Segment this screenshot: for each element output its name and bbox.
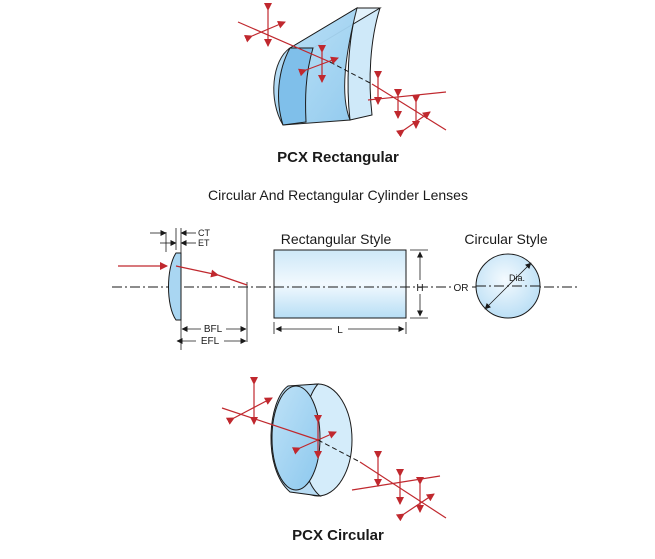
length-label: L [337,325,343,336]
focal-length-dimensions [176,326,247,344]
focusing-ray [217,274,248,286]
circular-polarization-horizontal-2 [291,431,337,455]
circular-style-label: Circular Style [464,231,547,247]
outgoing-ray [371,83,447,131]
circular-style-lens [475,253,541,319]
polarization-horizontal-2 [298,56,339,77]
side-profile-lens [165,228,248,350]
polarization-diagonal-1 [395,111,431,138]
pcx-circular-lens [270,383,361,497]
rectangular-dimensions [273,249,428,334]
pcx-circular-title: PCX Circular [292,527,384,544]
et-label: ET [198,238,210,248]
rectangular-style-label: Rectangular Style [281,231,392,247]
rectangular-lens-body [273,249,407,319]
circular-outgoing-ray [359,461,447,519]
diameter-label: Dia. [509,273,525,283]
refracted-ray [175,265,219,278]
diameter-arrow-up [507,262,532,287]
lens-back-face [347,7,381,121]
height-label: H [416,283,423,294]
section-heading: Circular And Rectangular Cylinder Lenses [208,187,468,203]
diameter-arrow-down [484,285,509,310]
pcx-rectangular-title: PCX Rectangular [277,149,399,166]
pcx-circular-rays [221,377,447,522]
or-backing [453,280,469,293]
thickness-dimensions [150,230,196,246]
or-label: OR [454,283,469,294]
bfl-label: BFL [204,324,223,335]
side-profile-rays [118,262,248,286]
ct-label: CT [198,228,210,238]
pcx-rectangular-rays [237,3,447,138]
efl-label: EFL [201,336,220,347]
rectangular-style-lens [273,249,407,319]
circular-polarization-horizontal-1 [225,397,273,425]
circular-polarization-diagonal-1 [395,493,435,522]
profile-lens-body [168,252,182,321]
circular-outgoing-ray-b [351,475,441,491]
outgoing-ray-b [367,91,447,101]
polarization-horizontal-1 [243,21,286,43]
pcx-rectangular-lens [273,6,382,126]
